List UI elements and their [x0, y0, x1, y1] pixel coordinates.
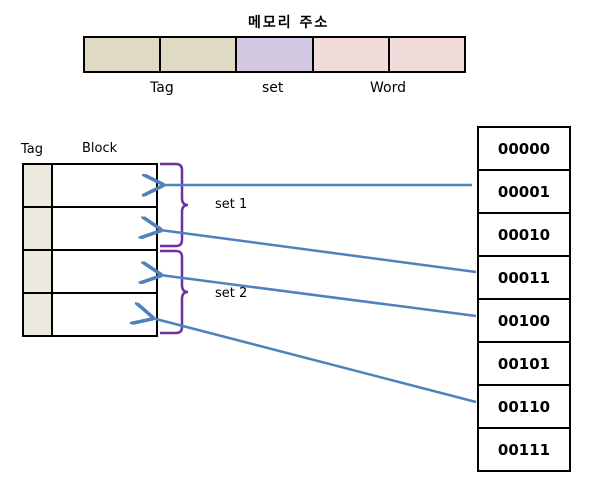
memory-row: 00010	[479, 214, 569, 257]
cache-tag-cell	[24, 208, 53, 249]
set-field-label: set	[262, 80, 284, 96]
cache-line	[24, 165, 156, 208]
cache-table	[22, 163, 158, 337]
address-title: 메모리 주소	[248, 15, 330, 31]
memory-row: 00001	[479, 171, 569, 214]
address-word-cell-1	[313, 38, 390, 71]
memory-row: 00100	[479, 300, 569, 343]
cache-line	[24, 251, 156, 294]
address-word-cell-2	[389, 38, 465, 71]
mapping-arrow	[160, 275, 477, 318]
cache-tag-cell	[24, 251, 53, 292]
memory-row: 00110	[479, 386, 569, 429]
memory-block-table: 00000 00001 00010 00011 00100 00101 0011…	[477, 126, 571, 472]
set-2-label: set 2	[215, 286, 248, 301]
memory-row: 00011	[479, 257, 569, 300]
word-field-label: Word	[370, 80, 406, 96]
mapping-arrow	[152, 318, 477, 404]
memory-row: 00000	[479, 128, 569, 171]
set-2-brace	[160, 249, 189, 335]
address-set-cell	[237, 38, 314, 71]
address-format-bar	[83, 36, 466, 73]
address-tag-cell-2	[161, 38, 238, 71]
memory-row: 00111	[497, 440, 551, 459]
set-1-label: set 1	[215, 197, 248, 212]
tag-field-label: Tag	[150, 80, 174, 96]
cache-line	[24, 208, 156, 251]
address-tag-cell-1	[85, 38, 162, 71]
cache-block-header: Block	[82, 141, 118, 156]
cache-tag-cell	[24, 294, 53, 335]
mapping-arrow	[160, 230, 477, 274]
cache-tag-header: Tag	[21, 142, 44, 157]
cache-tag-cell	[24, 165, 53, 206]
memory-row: 00101	[479, 343, 569, 386]
cache-block-cell	[53, 165, 156, 206]
set-1-brace	[160, 162, 189, 248]
